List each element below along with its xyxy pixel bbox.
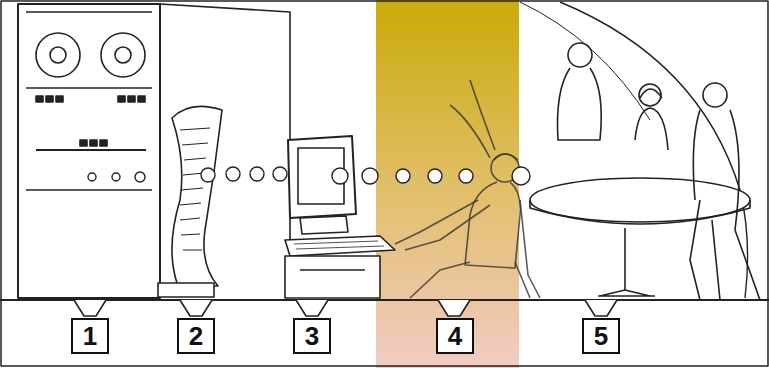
computer-user (395, 80, 540, 298)
meeting-scene (520, 2, 760, 300)
pointer-tabs (74, 300, 617, 316)
callout-box: 3 (293, 318, 331, 354)
highlight-band (376, 0, 519, 368)
bubble-chain (88, 167, 530, 185)
callout-box: 4 (436, 318, 474, 354)
callout-number: 4 (448, 323, 462, 349)
printer-paper (158, 106, 222, 297)
callout-box: 2 (177, 318, 215, 354)
callout-box: 5 (582, 318, 620, 354)
callout-number: 1 (83, 323, 97, 349)
callout-number: 5 (594, 323, 608, 349)
base-line (0, 299, 769, 301)
callout-number: 3 (305, 323, 319, 349)
callout-box: 1 (71, 318, 109, 354)
personal-computer (285, 136, 395, 298)
callout-number: 2 (189, 323, 203, 349)
mainframe-cabinet (18, 4, 290, 298)
